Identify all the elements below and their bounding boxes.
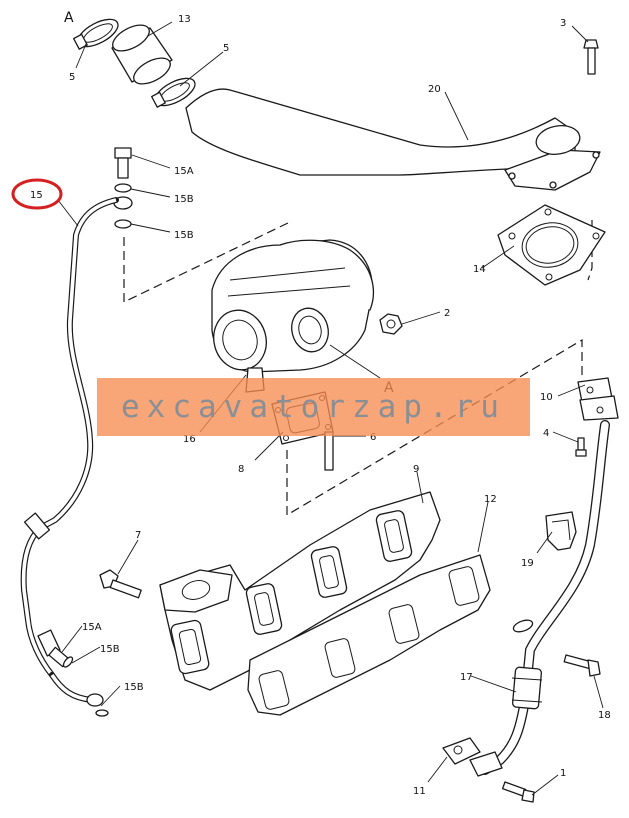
label-15: 15 bbox=[30, 190, 43, 201]
label-7: 7 bbox=[135, 530, 141, 541]
flange-nut bbox=[379, 313, 403, 335]
label-6: 6 bbox=[370, 432, 376, 443]
label-17: 17 bbox=[460, 672, 473, 683]
label-19: 19 bbox=[521, 558, 534, 569]
label-10: 10 bbox=[540, 392, 553, 403]
part-labels: A 5 13 5 3 20 15A 15B 15B 15 14 2 A 10 4… bbox=[30, 10, 611, 797]
label-14: 14 bbox=[473, 264, 486, 275]
oil-supply-line bbox=[20, 197, 119, 703]
label-5-left: 5 bbox=[69, 72, 75, 83]
manifold-gasket bbox=[247, 554, 491, 716]
label-15B-bot1: 15B bbox=[100, 644, 120, 655]
label-9: 9 bbox=[413, 464, 419, 475]
label-12: 12 bbox=[484, 494, 497, 505]
drain-flange-bottom bbox=[442, 737, 503, 777]
highlight-circle bbox=[11, 178, 63, 210]
bolt-right bbox=[575, 437, 587, 457]
bolt-18 bbox=[563, 654, 601, 677]
oil-drain-line bbox=[480, 420, 610, 775]
hose-clamp-left bbox=[73, 18, 119, 50]
stud bbox=[324, 431, 334, 471]
label-2: 2 bbox=[444, 308, 450, 319]
label-15A-bot: 15A bbox=[82, 622, 102, 633]
intake-gasket bbox=[497, 204, 606, 286]
label-15B-top2: 15B bbox=[174, 230, 194, 241]
label-A-top: A bbox=[64, 10, 74, 26]
intake-pipe bbox=[185, 88, 601, 191]
label-13: 13 bbox=[178, 14, 191, 25]
label-15B-bot2: 15B bbox=[124, 682, 144, 693]
label-4: 4 bbox=[543, 428, 549, 439]
label-20: 20 bbox=[428, 84, 441, 95]
label-11: 11 bbox=[413, 786, 426, 797]
leader-lines bbox=[57, 21, 604, 796]
label-8: 8 bbox=[238, 464, 244, 475]
label-1: 1 bbox=[560, 768, 566, 779]
label-3: 3 bbox=[560, 18, 566, 29]
banjo-bolt-top bbox=[113, 147, 133, 229]
watermark-text: excavatorzap.ru bbox=[121, 389, 506, 425]
label-15B-top1: 15B bbox=[174, 194, 194, 205]
watermark-banner: excavatorzap.ru bbox=[97, 378, 530, 436]
label-18: 18 bbox=[598, 710, 611, 721]
exhaust-manifold bbox=[159, 491, 441, 691]
label-16: 16 bbox=[183, 434, 196, 445]
label-15A-top: 15A bbox=[174, 166, 194, 177]
turbocharger bbox=[211, 239, 374, 393]
hose-sleeve bbox=[111, 24, 173, 85]
banjo-bolt-bottom bbox=[48, 646, 109, 717]
label-5-right: 5 bbox=[223, 43, 229, 54]
bolt-top-right bbox=[583, 39, 599, 75]
hose-clip bbox=[545, 511, 577, 551]
manifold-bolt bbox=[99, 569, 142, 599]
hose-clamp-right bbox=[151, 77, 196, 108]
bolt-bottom bbox=[501, 781, 535, 803]
drain-flange-top bbox=[577, 377, 619, 421]
